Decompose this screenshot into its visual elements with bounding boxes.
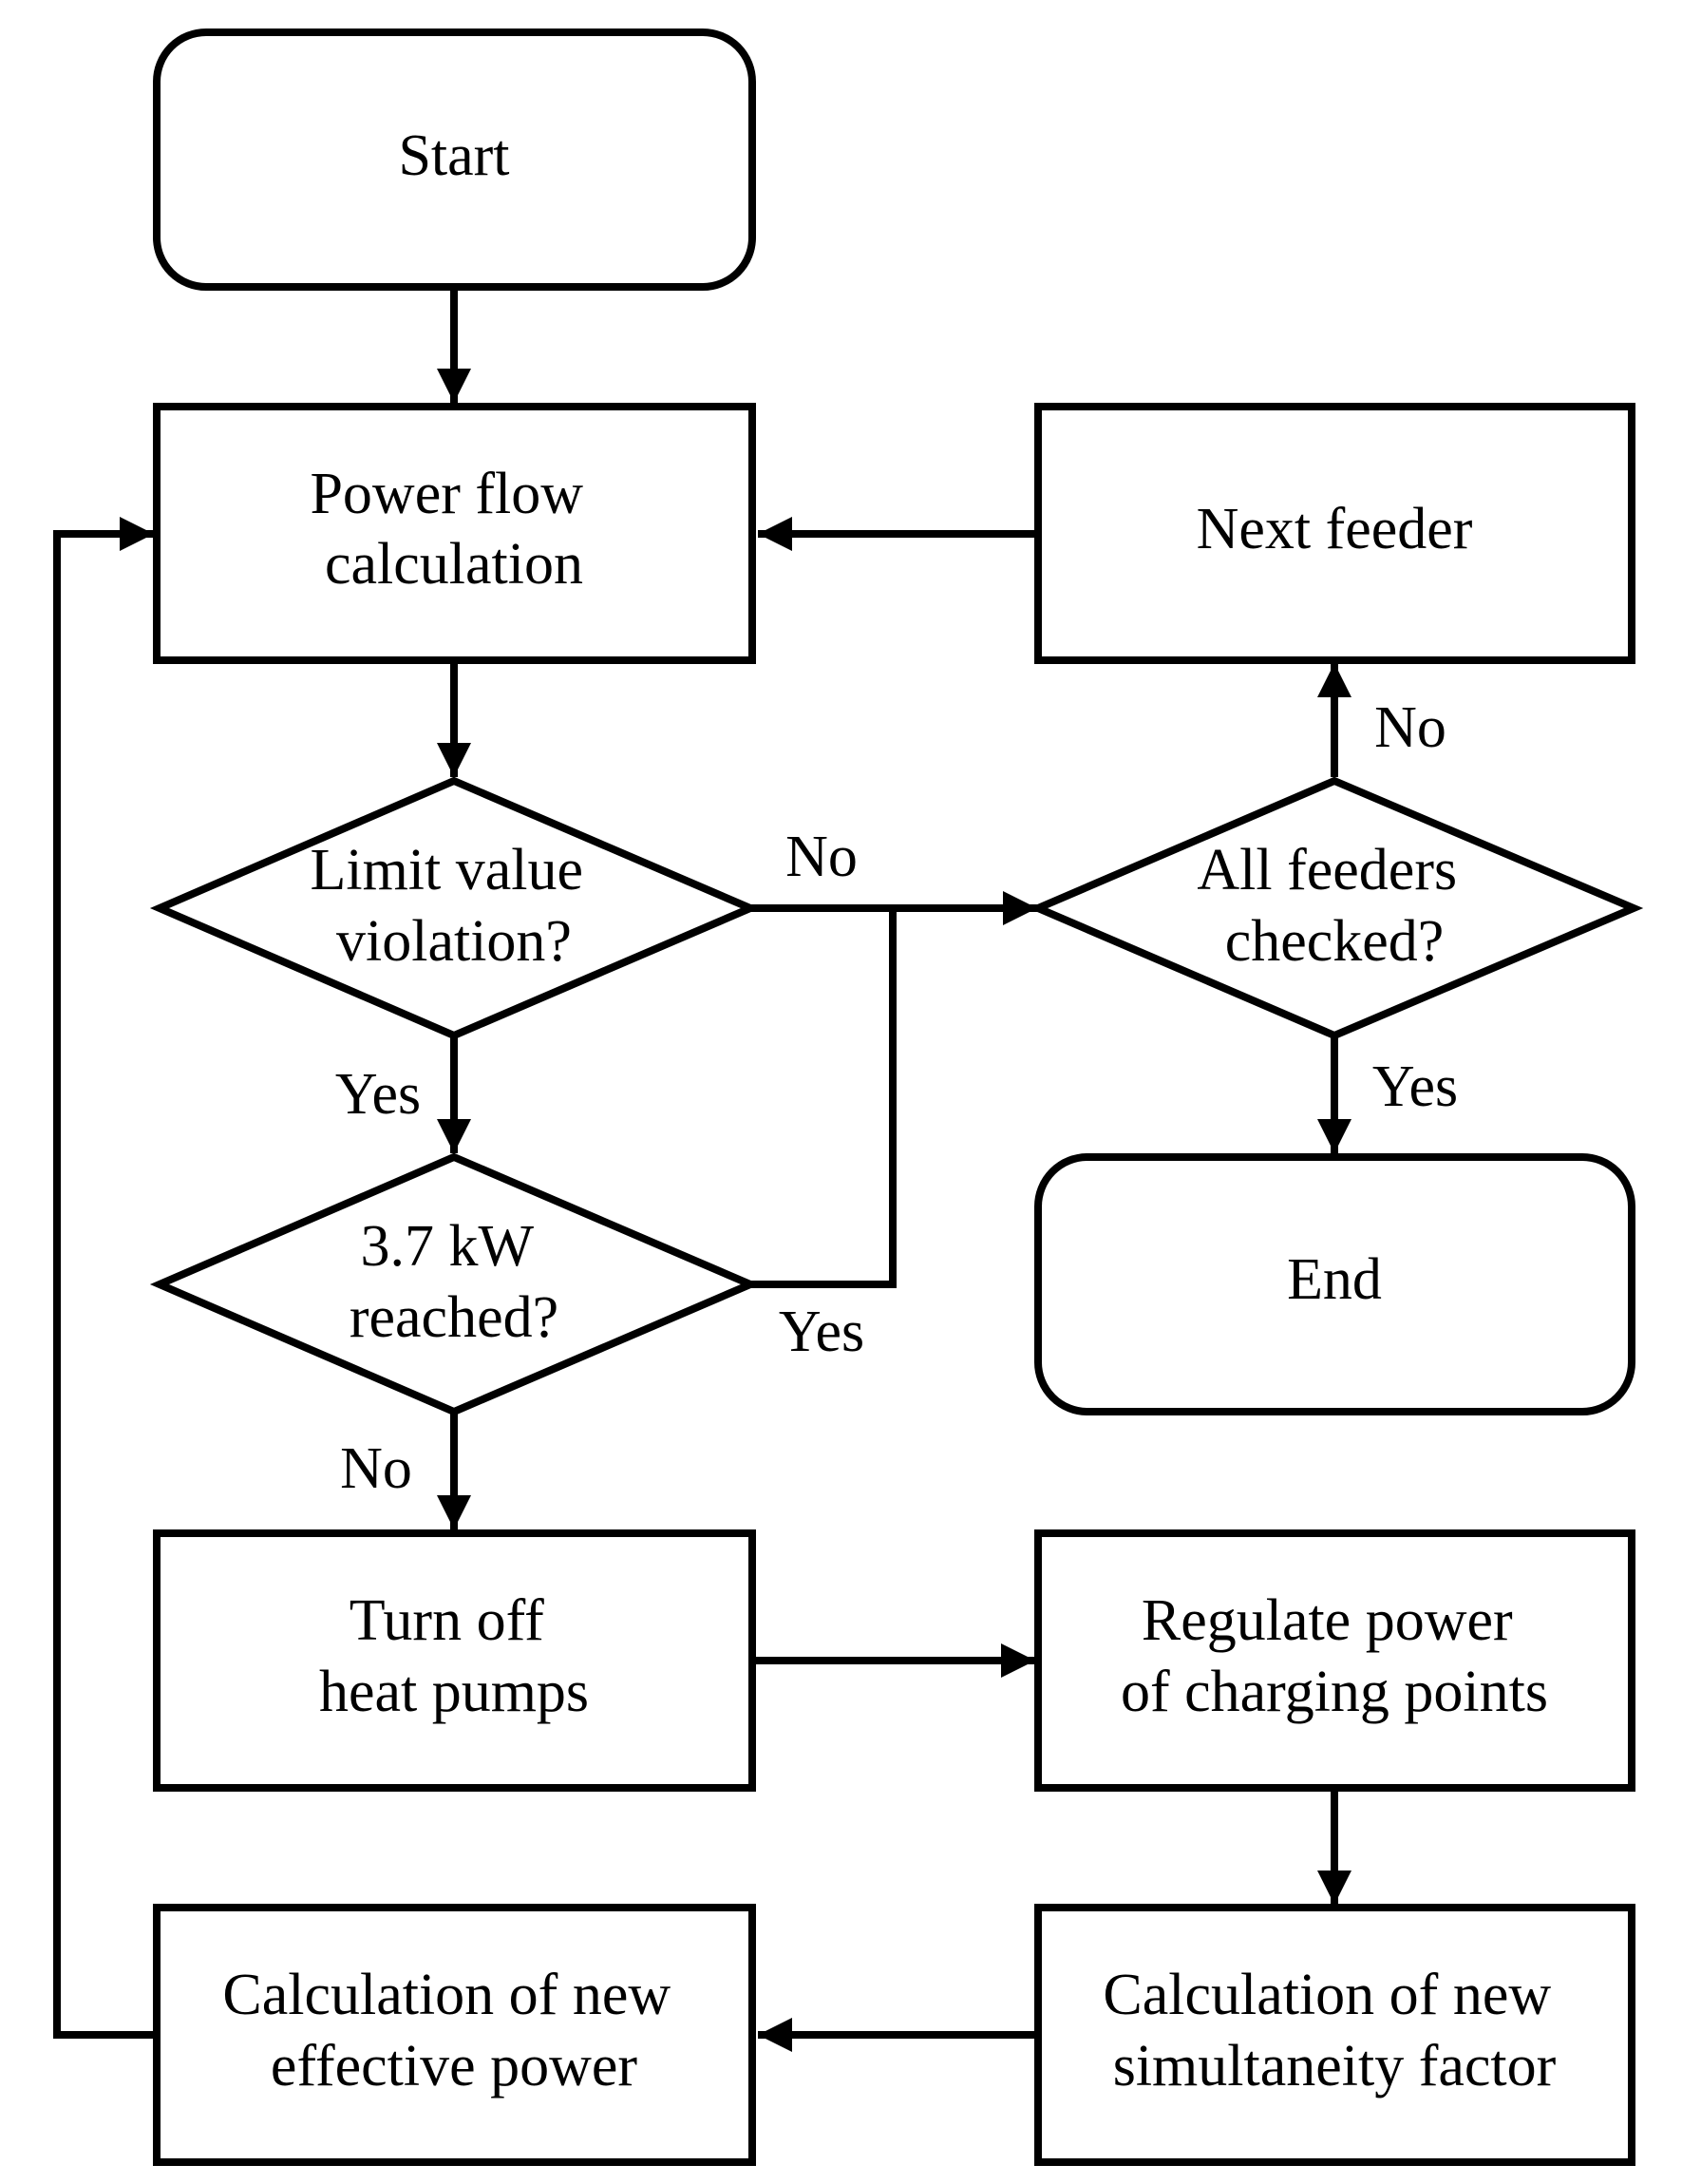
line-kw-yes-to-join [750,908,897,1288]
all-feeders-label-line-2: checked? [1225,909,1445,974]
edge-label-feeders-no: No [1374,695,1446,760]
edge-label-limit-yes: Yes [335,1062,421,1127]
new-effective-box [153,1904,756,2166]
all-feeders-diamond [1028,776,1644,1040]
next-feeder-label: Next feeder [1197,497,1473,561]
new-simultaneity-label-line-1: Calculation of new [1103,1963,1551,2027]
limit-violation-label: Limit value violation? [310,838,597,974]
connectors [53,287,1351,2052]
kw-reached-diamond [149,1152,761,1416]
new-effective-node: Calculation of new effective power [153,1904,756,2166]
regulate-label: Regulate power of charging points [1121,1588,1548,1724]
all-feeders-label-line-1: All feeders [1197,838,1457,902]
limit-violation-node: Limit value violation? [149,776,761,1040]
edge-label-feeders-yes: Yes [1372,1054,1458,1119]
turn-off-label-line-1: Turn off [350,1588,544,1653]
turn-off-label-line-2: heat pumps [319,1660,589,1724]
limit-violation-label-line-2: violation? [336,909,572,974]
turn-off-box [153,1529,756,1792]
kw-reached-label-line-2: reached? [350,1285,558,1350]
new-simultaneity-box [1034,1904,1635,2166]
start-node: Start [153,28,756,291]
regulate-label-line-1: Regulate power [1142,1588,1513,1653]
end-terminal-shape [1034,1153,1635,1415]
power-flow-label-line-1: Power flow [310,462,583,526]
turn-off-label: Turn off heat pumps [319,1588,589,1724]
start-label: Start [398,123,509,188]
new-effective-label-line-2: effective power [271,2034,637,2099]
kw-reached-label: 3.7 kW reached? [350,1214,558,1350]
kw-reached-node: 3.7 kW reached? [149,1152,761,1416]
edge-labels: No Yes No Yes Yes No [335,695,1458,1501]
power-flow-label: Power flow calculation [310,462,597,597]
regulate-node: Regulate power of charging points [1034,1529,1635,1792]
next-feeder-box [1034,403,1635,664]
limit-violation-diamond [149,776,761,1040]
start-terminal-shape [153,28,756,291]
kw-reached-label-line-1: 3.7 kW [361,1214,535,1279]
edge-label-kw-yes: Yes [779,1300,864,1364]
regulate-label-line-2: of charging points [1121,1660,1548,1724]
arrow-effective-loop-to-power-flow [53,517,157,2039]
next-feeder-node: Next feeder [1034,403,1635,664]
turn-off-node: Turn off heat pumps [153,1529,756,1792]
new-effective-label-line-1: Calculation of new [222,1963,671,2027]
power-flow-box [153,403,756,664]
limit-violation-label-line-1: Limit value [310,838,583,902]
edge-label-limit-no: No [785,825,858,889]
power-flow-node: Power flow calculation [153,403,756,664]
end-node: End [1034,1153,1635,1415]
new-simultaneity-node: Calculation of new simultaneity factor [1034,1904,1635,2166]
regulate-box [1034,1529,1635,1792]
all-feeders-node: All feeders checked? [1028,776,1644,1040]
all-feeders-label: All feeders checked? [1197,838,1471,974]
new-simultaneity-label: Calculation of new simultaneity factor [1103,1963,1565,2099]
power-flow-label-line-2: calculation [325,532,583,597]
edge-label-kw-no: No [340,1436,412,1501]
end-label: End [1287,1247,1382,1312]
new-simultaneity-label-line-2: simultaneity factor [1113,2034,1557,2099]
new-effective-label: Calculation of new effective power [222,1963,685,2099]
